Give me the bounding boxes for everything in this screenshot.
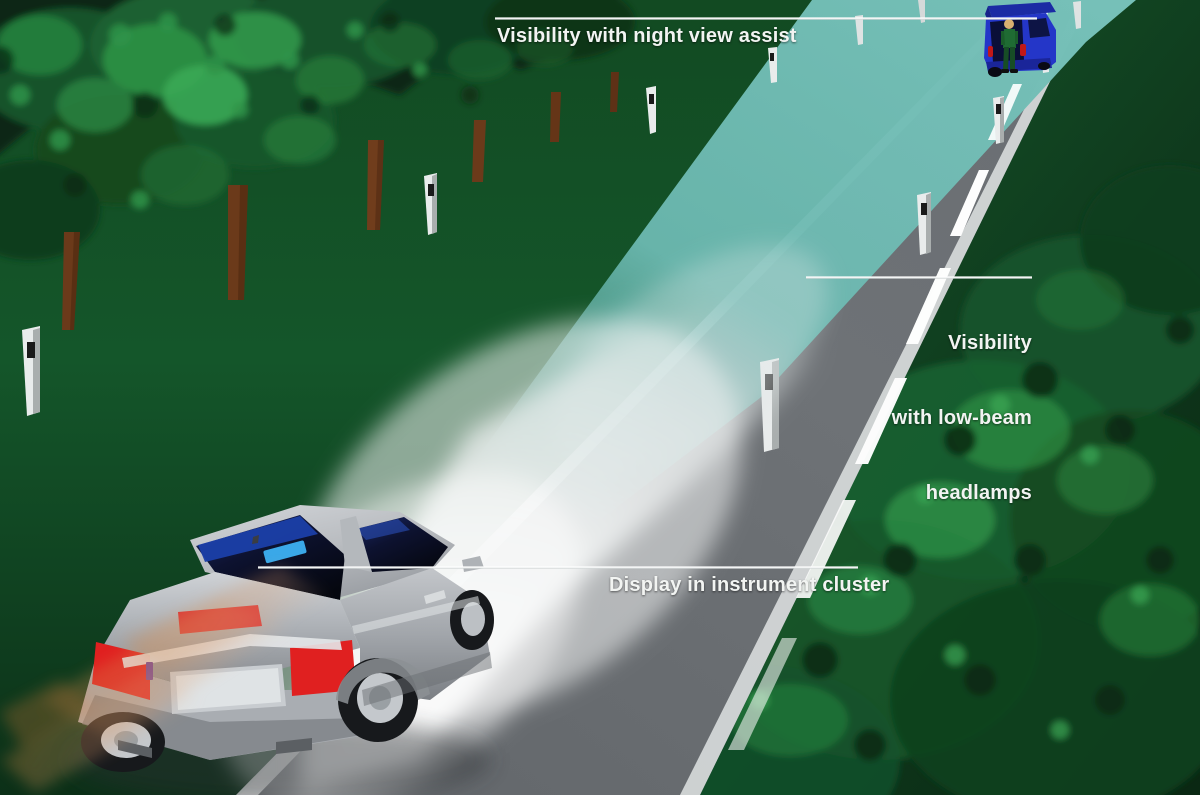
delineator-post [917, 192, 931, 255]
delineator-post [993, 96, 1004, 144]
car-door-handle [424, 590, 446, 604]
road-edge-line-right [680, 0, 1090, 795]
callout-low-beam-line-3: headlamps [925, 482, 1032, 504]
delineator-post [646, 86, 656, 134]
leader-line-night-view [495, 17, 1037, 20]
van-window [1028, 18, 1050, 38]
motion-blur-streaks [0, 566, 330, 792]
delineator-post [424, 173, 437, 235]
tree-trunks-group [62, 72, 619, 330]
leader-line-low-beam [806, 276, 1032, 279]
pedestrian [1001, 19, 1018, 73]
van-taillight [1020, 44, 1026, 56]
car-side-mirror [462, 556, 484, 572]
delineator-post [1073, 1, 1081, 29]
shrub-group [620, 165, 1200, 795]
instrument-cluster-display-highlight [263, 540, 307, 564]
callout-low-beam-line-2: with low-beam [891, 407, 1032, 429]
car-taillight-right [290, 640, 356, 696]
callout-instrument-cluster-display: Display in instrument cluster [609, 574, 890, 596]
car-side-window-tint [356, 519, 410, 540]
callout-low-beam-headlamps: Visibility with low-beam headlamps [892, 281, 1032, 556]
callout-low-beam-line-1: Visibility [948, 332, 1032, 354]
delineator-post [22, 326, 40, 416]
car-chrome-trim [122, 634, 342, 668]
van-taillight [988, 46, 993, 57]
delineator-post [768, 47, 777, 83]
car-exhaust-tip [276, 738, 312, 754]
callout-night-view-assist: Visibility with night view assist [497, 25, 797, 47]
tree-canopy-group [0, 0, 635, 260]
delineator-post [855, 15, 863, 45]
leader-line-display [258, 566, 858, 569]
roof-antenna [252, 535, 259, 544]
car-exhaust-tip [118, 740, 152, 758]
